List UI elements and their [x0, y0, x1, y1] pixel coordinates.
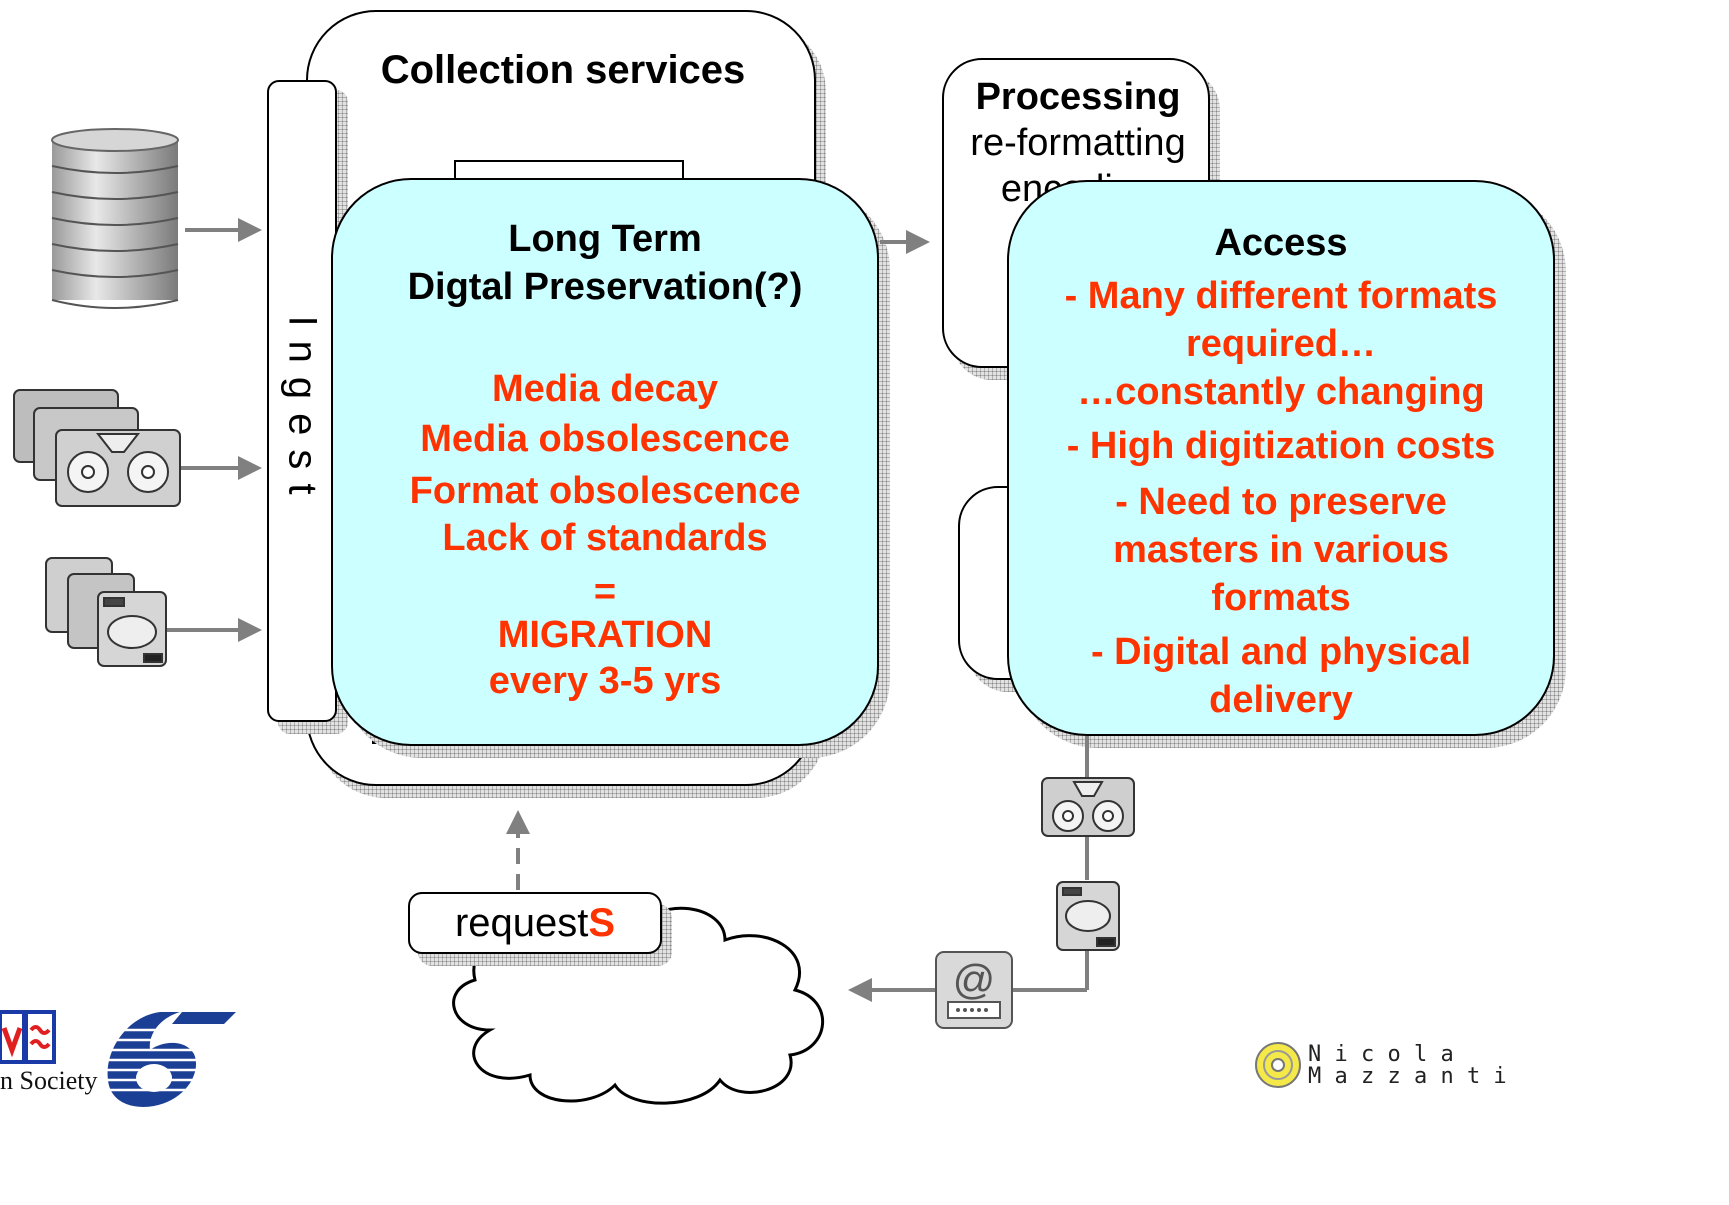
preservation-title-1: Long Term	[508, 218, 702, 260]
processing-title: Processing	[975, 76, 1181, 118]
ist-logo-icon	[0, 1010, 56, 1064]
access-item-costs: - High digitization costs	[1066, 425, 1496, 467]
problem-media-obsolescence: Media obsolescence	[420, 418, 790, 460]
preservation-box: Long Term Digtal Preservation(?) Media d…	[331, 178, 879, 746]
requests-base: request	[454, 901, 589, 945]
processing-arrow	[880, 230, 930, 254]
delivery-lines	[848, 736, 1089, 1002]
problem-lack-of-standards: Lack of standards	[442, 517, 768, 559]
preservation-result-interval: every 3-5 yrs	[488, 660, 722, 702]
ingest-bar: Ingest	[267, 80, 337, 722]
preservation-equals: =	[593, 571, 617, 613]
access-box: Access - Many different formats required…	[1007, 180, 1555, 736]
access-item-masters: - Need to preserve masters in various fo…	[1113, 481, 1449, 619]
database-icon	[51, 128, 179, 309]
hard-drive-icon	[1056, 881, 1120, 951]
svg-text:@: @	[953, 956, 996, 1003]
access-item-delivery: - Digital and physical delivery	[1090, 631, 1472, 721]
problem-media-decay: Media decay	[492, 368, 718, 410]
access-item-changing: …constantly changing	[1077, 371, 1485, 413]
requests-accent: S	[588, 901, 616, 945]
author-last-name: M a z z a n t i	[1308, 1064, 1507, 1089]
requests-label: requestS	[408, 892, 662, 954]
preservation-result-migration: MIGRATION	[497, 614, 713, 656]
author-logo-icon	[1255, 1042, 1301, 1088]
problem-format-obsolescence: Format obsolescence	[409, 470, 801, 512]
society-text: n Society	[0, 1066, 98, 1095]
hard-drive-stack-icon	[45, 557, 167, 667]
processing-line-1: re-formatting	[970, 122, 1186, 164]
fp6-logo-icon	[98, 1012, 238, 1107]
author-first-name: N i c o l a	[1308, 1042, 1454, 1067]
access-title: Access	[1214, 222, 1348, 264]
email-router-icon: @	[935, 951, 1013, 1029]
ingest-arrows	[165, 218, 262, 642]
collection-title: Collection services	[380, 48, 746, 92]
preservation-title-2: Digtal Preservation(?)	[407, 266, 803, 308]
tape-stack-icon	[13, 389, 181, 507]
access-item-formats: - Many different formats required…	[1064, 275, 1498, 365]
tape-icon	[1041, 777, 1135, 837]
